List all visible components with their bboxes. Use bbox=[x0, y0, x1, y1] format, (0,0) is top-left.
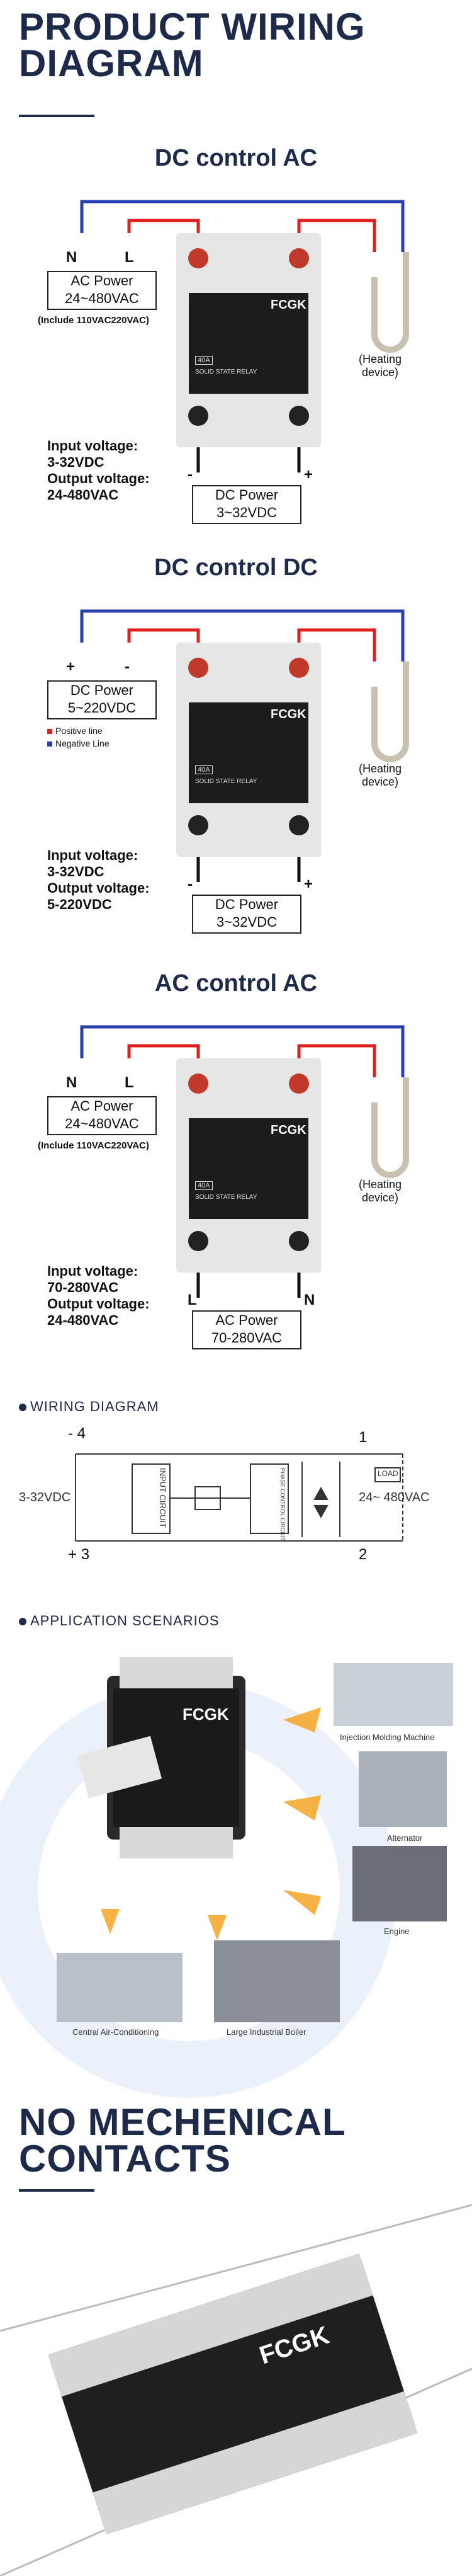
footer-title-line2: CONTACTS bbox=[19, 2138, 231, 2180]
voltage-spec: Input voltage: 3-32VDC Output voltage: 5… bbox=[47, 847, 150, 912]
applications-heading: APPLICATION SCENARIOS bbox=[19, 1613, 220, 1629]
include-note: (Include 110VAC220VAC) bbox=[38, 315, 150, 326]
bullet-icon bbox=[19, 1404, 26, 1412]
relay-rating: 40A bbox=[195, 356, 213, 365]
input-circuit-label: INPUT CIRCUIT bbox=[158, 1468, 167, 1528]
bottom-power-box: AC Power 70-280VAC bbox=[192, 1310, 301, 1349]
top-power-box: DC Power 5~220VDC bbox=[47, 680, 157, 719]
wiring-lines bbox=[80, 200, 409, 472]
phase-control-label: PHASE CONTROL CIRCUIT bbox=[279, 1468, 286, 1541]
wiring-schematic bbox=[75, 1453, 403, 1542]
pole-left: N bbox=[66, 1074, 77, 1091]
app-label-injection: Injection Molding Machine bbox=[340, 1732, 435, 1742]
bottom-left-pole: L bbox=[188, 1291, 197, 1308]
voltage-spec: Input voltage: 3-32VDC Output voltage: 2… bbox=[47, 438, 150, 503]
page-title: PRODUCT WIRING DIAGRAM bbox=[19, 6, 366, 84]
app-label-boiler: Large Industrial Boiler bbox=[227, 2027, 306, 2037]
terminal-1: 1 bbox=[359, 1429, 368, 1446]
applications-panel: FCGK Injection Molding Machine Alternato… bbox=[0, 1638, 472, 2098]
wiring-diagram: - 4 + 3 1 2 3-32VDC 24~ 480VAC INPUT CIR… bbox=[0, 1424, 472, 1575]
footer-relay-image: FCGK bbox=[0, 2204, 472, 2576]
bottom-left-pole: - bbox=[188, 876, 193, 893]
top-power-box: AC Power 24~480VAC bbox=[47, 1096, 157, 1135]
applications-graphic: FCGK bbox=[0, 1657, 453, 2098]
wiring-heading: WIRING DIAGRAM bbox=[19, 1399, 159, 1415]
section-title: AC control AC bbox=[154, 970, 318, 997]
applications-heading-text: APPLICATION SCENARIOS bbox=[30, 1613, 220, 1629]
footer-underline bbox=[19, 2189, 94, 2192]
relay-type: SOLID STATE RELAY bbox=[195, 369, 257, 375]
bottom-left-pole: - bbox=[188, 466, 193, 483]
app-label-air-conditioning: Central Air-Conditioning bbox=[72, 2027, 159, 2037]
relay-brand: FCGK bbox=[271, 1123, 306, 1137]
relay-rating: 40A bbox=[195, 1181, 213, 1190]
wiring-heading-text: WIRING DIAGRAM bbox=[30, 1399, 159, 1414]
footer-title-line1: NO MECHENICAL bbox=[19, 2101, 346, 2143]
title-underline bbox=[19, 115, 94, 117]
bottom-right-pole: + bbox=[304, 466, 313, 483]
load-label: (Heating device) bbox=[359, 353, 402, 379]
load-label: (Heating device) bbox=[359, 1178, 402, 1204]
section-ac-control-ac: AC control AC FCGK SOLID STATE RELAY 40A N L… bbox=[0, 970, 472, 1380]
relay-type: SOLID STATE RELAY bbox=[195, 1194, 257, 1201]
app-label-alternator: Alternator bbox=[387, 1833, 423, 1843]
terminal-3-plus: + 3 bbox=[68, 1546, 90, 1563]
output-voltage-label: 24~ 480VAC bbox=[359, 1491, 430, 1504]
terminal-4-minus: - 4 bbox=[68, 1425, 86, 1442]
relay-brand: FCGK bbox=[271, 707, 306, 721]
load-label: LOAD bbox=[378, 1469, 398, 1478]
wiring-lines bbox=[80, 1025, 409, 1298]
pole-right: L bbox=[125, 1074, 134, 1091]
input-voltage-label: 3-32VDC bbox=[19, 1491, 71, 1504]
section-title: DC control AC bbox=[154, 145, 318, 171]
bullet-icon bbox=[19, 1618, 26, 1626]
section-dc-control-ac: DC control AC FCGK SOLID STATE RELAY 40A N L… bbox=[0, 145, 472, 554]
include-note: (Include 110VAC220VAC) bbox=[38, 1140, 150, 1151]
section-dc-control-dc: DC control DC FCGK SOLID STATE RELAY 40A + -… bbox=[0, 554, 472, 964]
svg-text:FCGK: FCGK bbox=[183, 1705, 229, 1724]
section-title: DC control DC bbox=[154, 554, 318, 581]
load-label: (Heating device) bbox=[359, 762, 402, 788]
pole-right: L bbox=[125, 249, 134, 266]
app-label-engine: Engine bbox=[384, 1926, 410, 1936]
wiring-lines bbox=[80, 609, 409, 882]
pole-right: - bbox=[125, 658, 130, 675]
footer-title: NO MECHENICAL CONTACTS bbox=[19, 2101, 346, 2180]
bottom-right-pole: N bbox=[304, 1291, 315, 1308]
terminal-2: 2 bbox=[359, 1546, 368, 1563]
bottom-power-box: DC Power 3~32VDC bbox=[192, 485, 301, 524]
bottom-power-box: DC Power 3~32VDC bbox=[192, 895, 301, 934]
relay-brand: FCGK bbox=[271, 298, 306, 312]
page-title-line1: PRODUCT WIRING bbox=[19, 6, 366, 48]
bottom-right-pole: + bbox=[304, 876, 313, 893]
relay-rating: 40A bbox=[195, 765, 213, 774]
pole-left: + bbox=[66, 658, 76, 675]
voltage-spec: Input voltage: 70-280VAC Output voltage:… bbox=[47, 1263, 150, 1328]
relay-type: SOLID STATE RELAY bbox=[195, 778, 257, 785]
top-power-box: AC Power 24~480VAC bbox=[47, 271, 157, 310]
footer-relay-graphic: FCGK bbox=[0, 2204, 472, 2576]
relay-image: FCGK bbox=[77, 1657, 245, 1858]
pole-left: N bbox=[66, 249, 77, 266]
legend: Positive line Negative Line bbox=[47, 724, 110, 750]
page-title-line2: DIAGRAM bbox=[19, 42, 204, 84]
